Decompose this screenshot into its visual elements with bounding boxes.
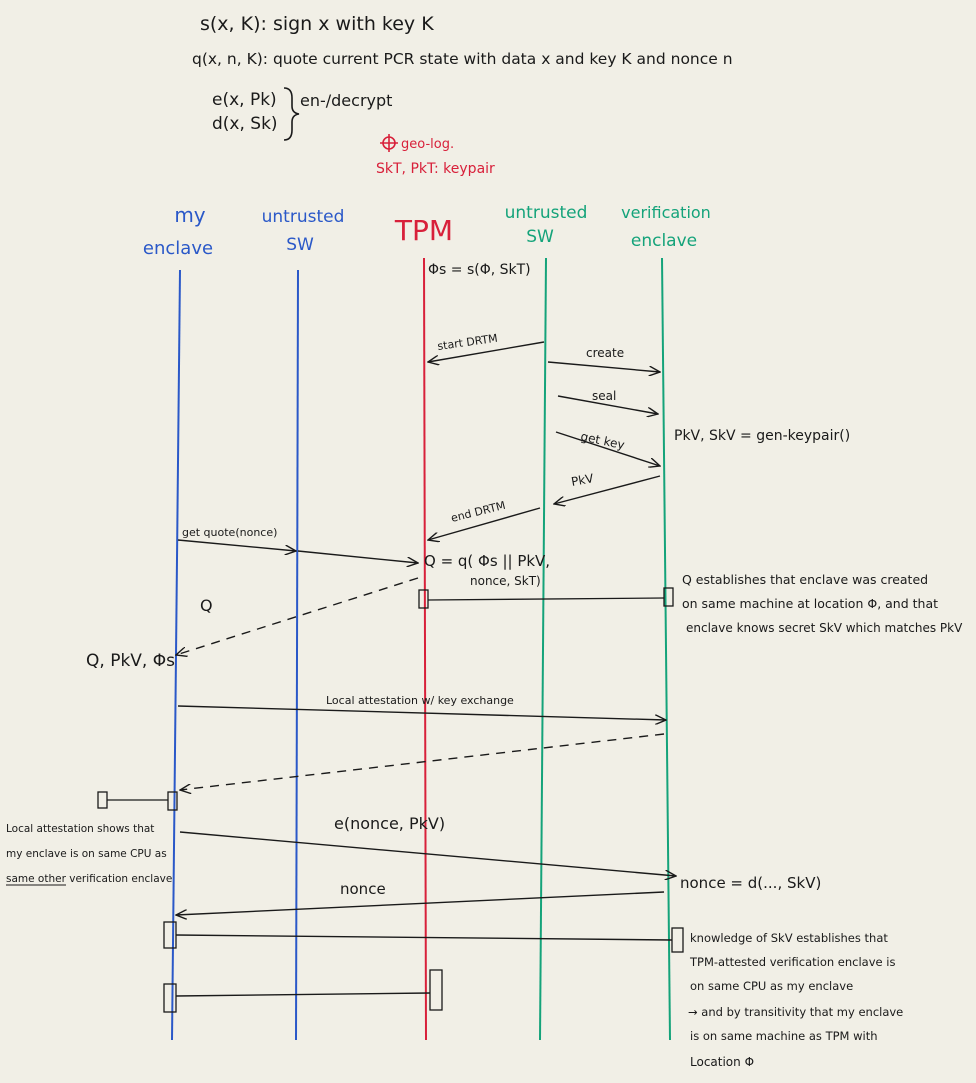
arrow-pkv — [554, 475, 661, 504]
label-decrypt-nonce: nonce = d(..., SkV) — [680, 874, 821, 892]
label-gen-keypair: PkV, SkV = gen-keypair() — [674, 428, 850, 444]
final-note-4: → and by transitivity that my enclave — [688, 1005, 903, 1019]
arrow-get-quote-b — [297, 550, 418, 563]
arrow-nonce — [176, 891, 665, 915]
geolog-icon — [380, 134, 398, 152]
activation-my-final-2 — [163, 983, 177, 1013]
label-my-result: Q, PkV, Φs — [86, 651, 175, 671]
lane-tpm: TPM — [394, 214, 453, 247]
lane-untrusted-sw-right-line2: SW — [526, 227, 554, 247]
final-note-6: Location Φ — [690, 1055, 754, 1069]
link-tpm-verif — [427, 597, 665, 601]
activation-my-local — [167, 791, 178, 811]
lane-untrusted-sw-left-line1: untrusted — [262, 207, 345, 227]
phi-s-label: Φs = s(Φ, SkT) — [428, 262, 531, 278]
lifeline-untrusted-sw-right — [539, 257, 547, 1041]
link-my-verif-final — [175, 934, 673, 941]
arrow-create — [547, 361, 660, 372]
lifeline-untrusted-sw-left — [295, 269, 299, 1041]
label-end-drtm: end DRTM — [450, 499, 507, 525]
lane-my-enclave-line2: enclave — [143, 238, 213, 259]
arrow-local-return — [180, 733, 665, 790]
label-nonce: nonce — [340, 880, 386, 898]
link-my-tpm-final — [175, 992, 431, 997]
arrow-get-key — [555, 431, 660, 466]
q-note-2: on same machine at location Φ, and that — [682, 596, 938, 611]
arrow-end-drtm — [428, 507, 541, 540]
legend-endecrypt: en-/decrypt — [300, 91, 392, 110]
final-note-1: knowledge of SkV establishes that — [690, 931, 888, 945]
label-local-attestation: Local attestation w/ key exchange — [326, 694, 514, 707]
lane-verification-enclave-line1: verification — [621, 203, 711, 222]
label-start-drtm: start DRTM — [437, 332, 499, 353]
lifeline-verification-enclave — [661, 257, 671, 1041]
activation-verif-final — [671, 927, 684, 953]
q-note-1: Q establishes that enclave was created — [682, 572, 928, 587]
label-quote-line1: Q = q( Φs || PkV, — [424, 552, 550, 570]
local-note-3: same other verification enclave — [6, 873, 172, 885]
final-note-2: TPM-attested verification enclave is — [689, 955, 895, 969]
label-pkv: PkV — [570, 471, 595, 489]
local-note-1: Local attestation shows that — [6, 823, 154, 835]
label-quote-line2: nonce, SkT) — [470, 574, 541, 588]
lane-my-enclave-line1: my — [174, 203, 205, 227]
activation-tpm-final — [429, 969, 443, 1011]
lane-verification-enclave-line2: enclave — [631, 231, 697, 251]
final-note-3: on same CPU as my enclave — [690, 979, 853, 993]
arrow-start-drtm — [428, 341, 545, 362]
legend-geolog: geo-log. — [401, 137, 454, 152]
lane-untrusted-sw-left-line2: SW — [286, 235, 314, 255]
activation-note-marker — [97, 791, 108, 809]
activation-my-final-1 — [163, 921, 177, 949]
legend-quote: q(x, n, K): quote current PCR state with… — [192, 50, 733, 68]
arrow-q-return — [176, 577, 419, 655]
local-note-2: my enclave is on same CPU as — [6, 848, 167, 860]
label-get-quote: get quote(nonce) — [182, 526, 277, 539]
legend-tpm-keypair: SkT, PkT: keypair — [376, 161, 495, 177]
legend-brace — [283, 87, 300, 141]
arrow-local-attestation — [177, 705, 666, 720]
legend-encrypt: e(x, Pk) — [212, 90, 277, 110]
arrow-seal — [557, 395, 658, 414]
label-seal: seal — [592, 389, 616, 403]
final-note-5: is on same machine as TPM with — [690, 1029, 878, 1043]
legend-sign: s(x, K): sign x with key K — [200, 13, 434, 35]
activation-verif-q — [663, 587, 674, 607]
lifeline-tpm — [423, 257, 427, 1041]
label-get-key: get key — [579, 429, 625, 452]
label-q-return: Q — [200, 596, 213, 615]
activation-tpm-q — [418, 589, 429, 609]
lane-untrusted-sw-right-line1: untrusted — [505, 203, 588, 223]
arrow-get-quote-a — [177, 539, 296, 551]
label-e-nonce: e(nonce, PkV) — [334, 814, 445, 833]
legend-decrypt: d(x, Sk) — [212, 114, 278, 134]
label-create: create — [586, 346, 624, 360]
q-note-3: enclave knows secret SkV which matches P… — [686, 621, 963, 635]
arrow-e-nonce — [179, 831, 676, 876]
